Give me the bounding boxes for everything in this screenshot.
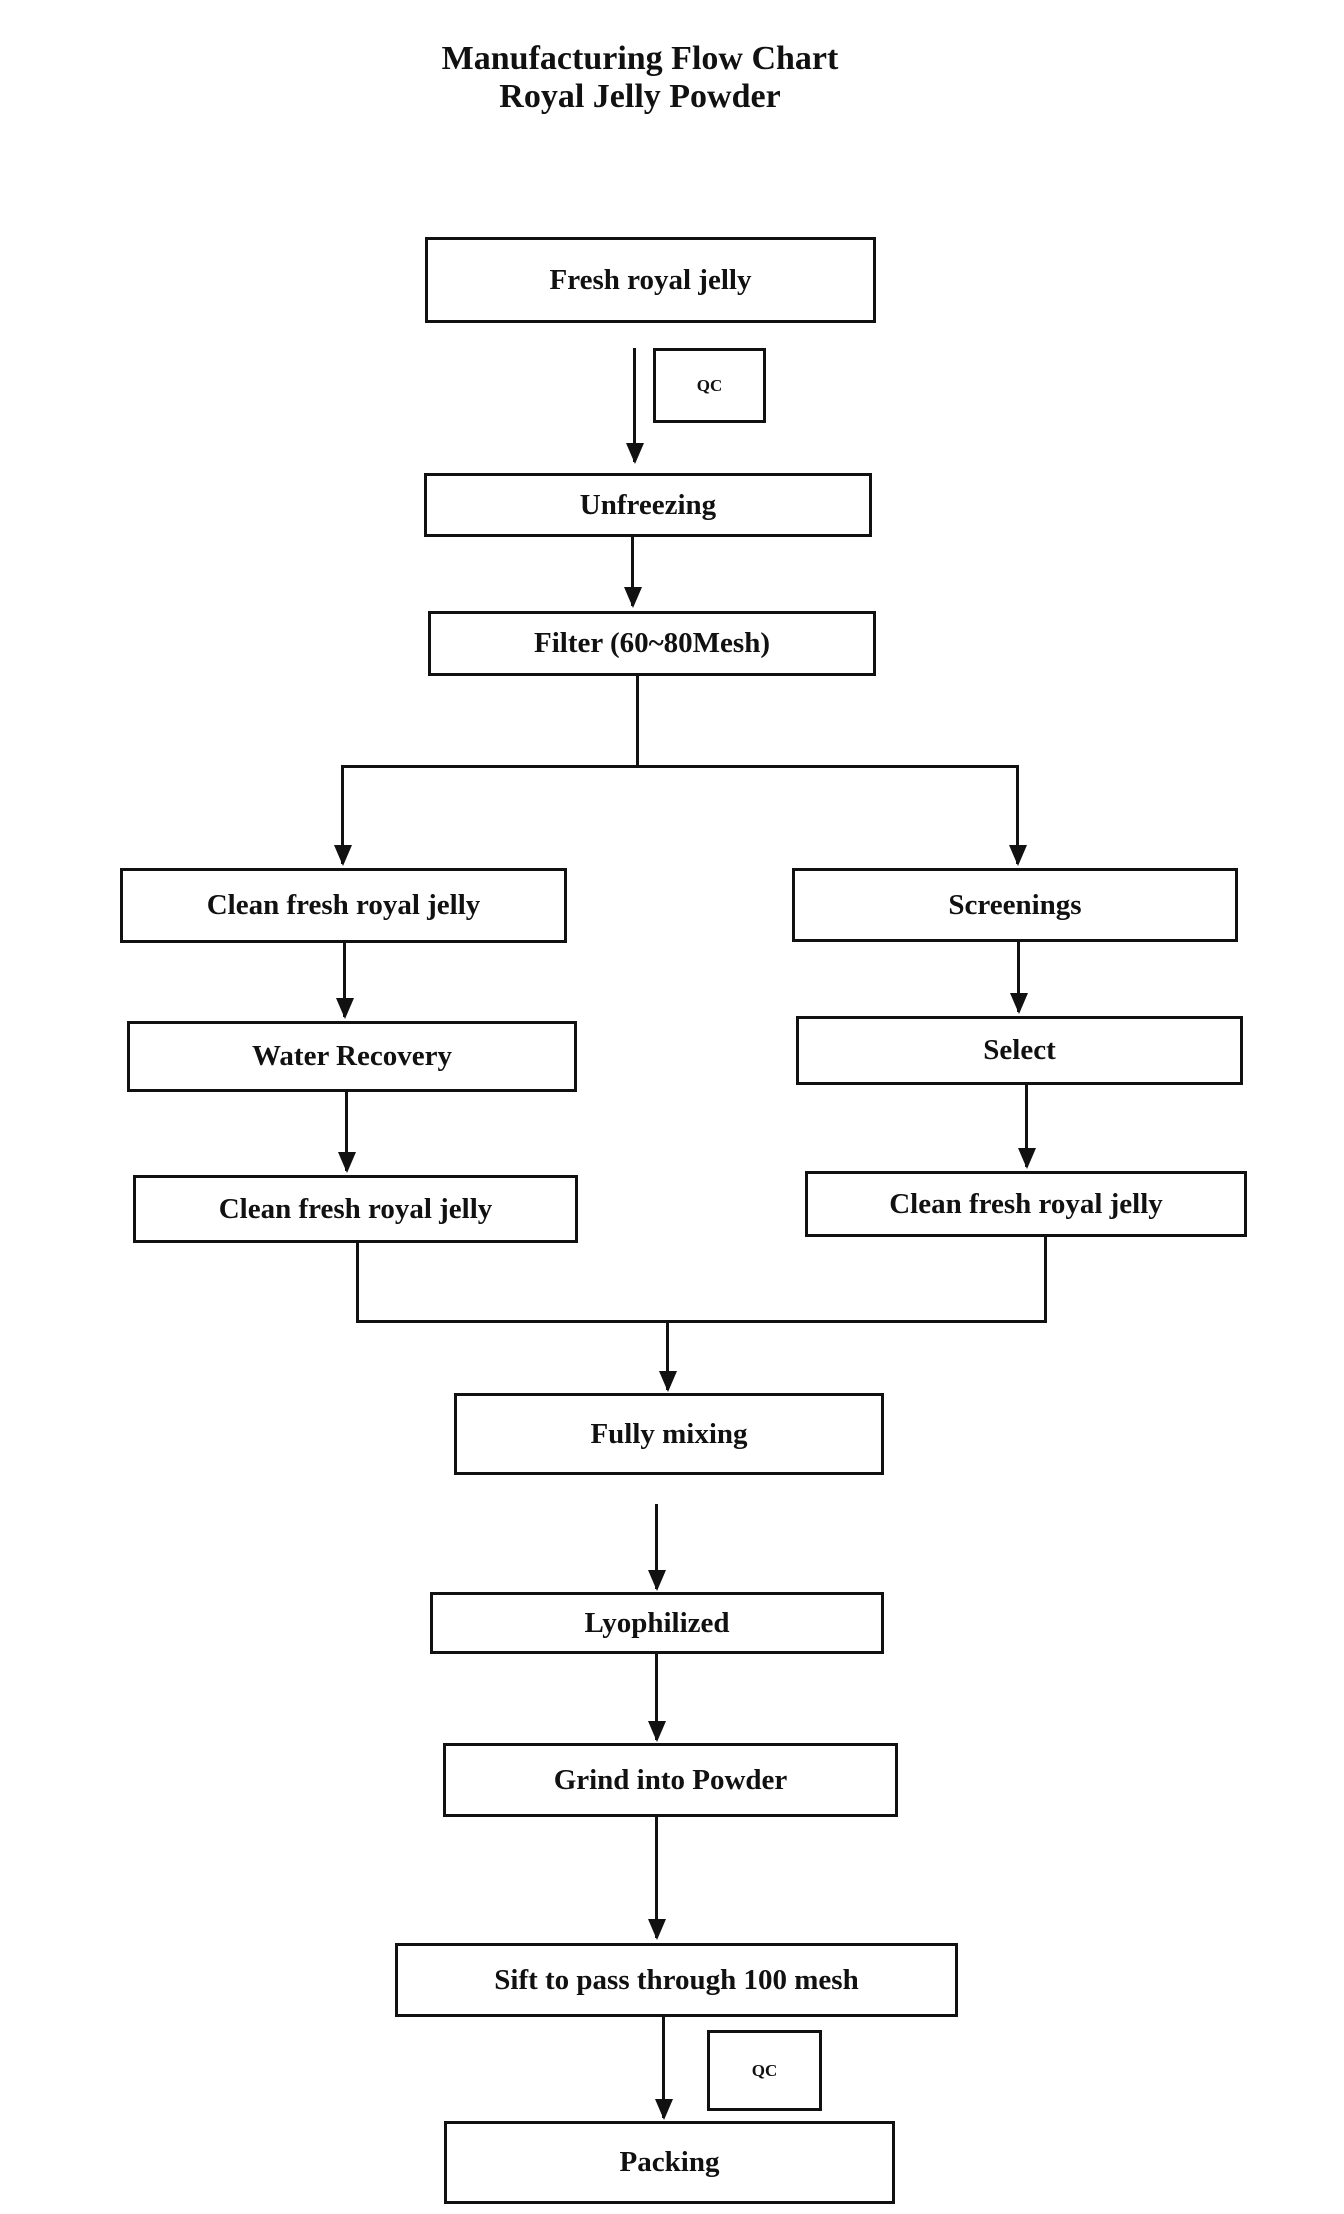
- arrowhead-icon: [647, 1919, 666, 1940]
- arrow-screenings-to-select: [1009, 942, 1028, 1014]
- node-fully-mixing: Fully mixing: [454, 1393, 884, 1475]
- arrowhead-icon: [335, 998, 354, 1019]
- node-label: Packing: [619, 2146, 720, 2178]
- arrow-select-to-clean-right-2: [1017, 1085, 1036, 1169]
- arrow-unfreezing-to-filter: [623, 537, 642, 608]
- arrowhead-icon: [333, 845, 352, 866]
- node-label: Grind into Powder: [553, 1763, 788, 1796]
- arrow-sift-to-packing: [654, 2016, 673, 2120]
- connector-merge-left: [356, 1243, 359, 1323]
- node-label: Filter (60~80Mesh): [533, 627, 770, 659]
- node-label: Fresh royal jelly: [549, 263, 752, 296]
- node-label: Select: [983, 1034, 1056, 1066]
- node-label: Clean fresh royal jelly: [889, 1187, 1163, 1220]
- node-screenings: Screenings: [792, 868, 1238, 942]
- node-clean-fresh-royal-jelly-left: Clean fresh royal jelly: [120, 868, 567, 943]
- node-clean-fresh-royal-jelly-right-2: Clean fresh royal jelly: [805, 1171, 1247, 1237]
- arrow-lyophilized-to-grind: [647, 1654, 666, 1742]
- node-label: Clean fresh royal jelly: [206, 889, 481, 921]
- node-clean-fresh-royal-jelly-left-2: Clean fresh royal jelly: [133, 1175, 578, 1243]
- node-sift-100-mesh: Sift to pass through 100 mesh: [395, 1943, 958, 2017]
- connector-filter-stem: [636, 676, 639, 768]
- chart-title-line1: Manufacturing Flow Chart: [441, 40, 839, 77]
- connector-merge-horizontal: [356, 1320, 1047, 1323]
- arrowhead-icon: [1017, 1148, 1036, 1169]
- arrow-fresh-to-unfreezing: [625, 348, 644, 464]
- node-label: QC: [696, 375, 723, 395]
- arrow-fully-mixing-to-lyophilized: [647, 1504, 666, 1591]
- arrowhead-icon: [647, 1570, 666, 1591]
- node-label: Lyophilized: [584, 1606, 730, 1639]
- arrowhead-icon: [337, 1152, 356, 1173]
- connector-split-horizontal: [341, 765, 1019, 768]
- arrow-merge-to-fully-mixing: [658, 1322, 677, 1392]
- node-lyophilized: Lyophilized: [430, 1592, 884, 1654]
- node-label: Unfreezing: [579, 488, 717, 521]
- node-water-recovery: Water Recovery: [127, 1021, 577, 1092]
- node-select: Select: [796, 1016, 1243, 1085]
- node-qc-2: QC: [707, 2030, 822, 2111]
- arrow-clean-left-to-water-recovery: [335, 943, 354, 1019]
- arrowhead-icon: [658, 1371, 677, 1392]
- chart-title: Manufacturing Flow Chart Royal Jelly Pow…: [0, 40, 1280, 116]
- arrowhead-icon: [1009, 993, 1028, 1014]
- arrowhead-icon: [625, 443, 644, 464]
- arrow-split-to-clean-left: [333, 767, 352, 866]
- arrowhead-icon: [647, 1721, 666, 1742]
- chart-title-line2: Royal Jelly Powder: [499, 78, 781, 115]
- arrow-split-to-screenings: [1008, 767, 1027, 866]
- arrow-grind-to-sift: [647, 1817, 666, 1940]
- node-grind-into-powder: Grind into Powder: [443, 1743, 898, 1817]
- node-label: Water Recovery: [252, 1040, 452, 1072]
- arrowhead-icon: [623, 587, 642, 608]
- node-packing: Packing: [444, 2121, 895, 2204]
- arrow-water-recovery-to-clean-left-2: [337, 1092, 356, 1173]
- node-fresh-royal-jelly: Fresh royal jelly: [425, 237, 876, 323]
- node-qc-1: QC: [653, 348, 766, 423]
- node-label: Sift to pass through 100 mesh: [494, 1963, 859, 1996]
- arrowhead-icon: [654, 2099, 673, 2120]
- arrowhead-icon: [1008, 845, 1027, 866]
- node-unfreezing: Unfreezing: [424, 473, 872, 537]
- node-filter: Filter (60~80Mesh): [428, 611, 876, 676]
- connector-merge-right: [1044, 1237, 1047, 1323]
- node-label: Fully mixing: [590, 1417, 748, 1450]
- node-label: Clean fresh royal jelly: [218, 1192, 493, 1225]
- node-label: Screenings: [948, 888, 1082, 921]
- node-label: QC: [751, 2060, 778, 2080]
